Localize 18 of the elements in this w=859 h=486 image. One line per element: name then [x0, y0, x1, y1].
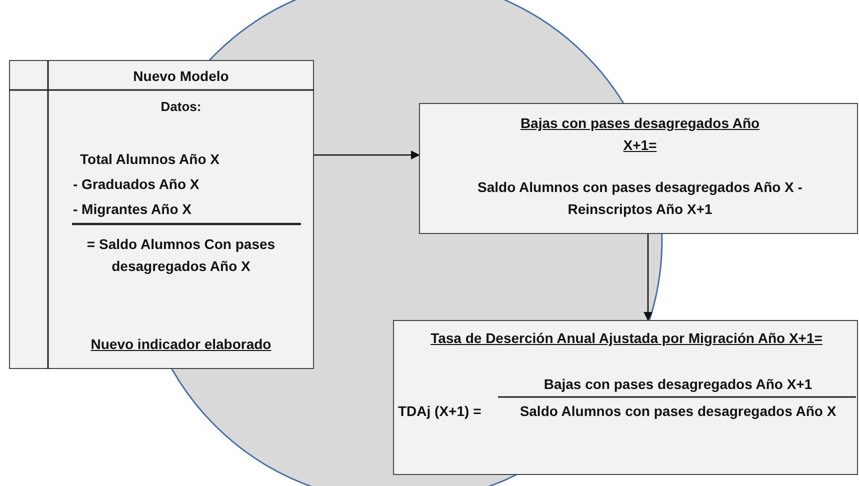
formula-heading: Bajas con pases desagregados Año X+1= [520, 115, 760, 153]
arrow [644, 234, 652, 321]
arrow [314, 150, 420, 160]
formula-box [9, 60, 314, 369]
denominator-text: Saldo Alumnos con pases desagregados Año X [520, 403, 836, 419]
numerator-text: Bajas con pases desagregados Año X+1 [544, 376, 812, 392]
formula-result: = Saldo Alumnos Con pases desagregados Año X [86, 236, 276, 274]
formula-heading: Tasa de Deserción Anual Ajustada por Migración Año X+1= [430, 330, 822, 346]
formula-label: TDAj (X+1) = [398, 403, 482, 419]
formula-line: - Graduados Año X [73, 176, 200, 192]
section-label: Datos: [160, 99, 202, 114]
formula-box [419, 103, 858, 234]
formula-text: Saldo Alumnos con pases desagregados Año X - Reinscriptos Año X+1 [478, 179, 802, 217]
indicator-note: Nuevo indicador elaborado [90, 336, 272, 352]
header-text: Nuevo Modelo [133, 68, 229, 84]
formula-line: - Migrantes Año X [73, 201, 192, 217]
formula-box [393, 320, 858, 475]
formula-line: Total Alumnos Año X [80, 151, 220, 167]
